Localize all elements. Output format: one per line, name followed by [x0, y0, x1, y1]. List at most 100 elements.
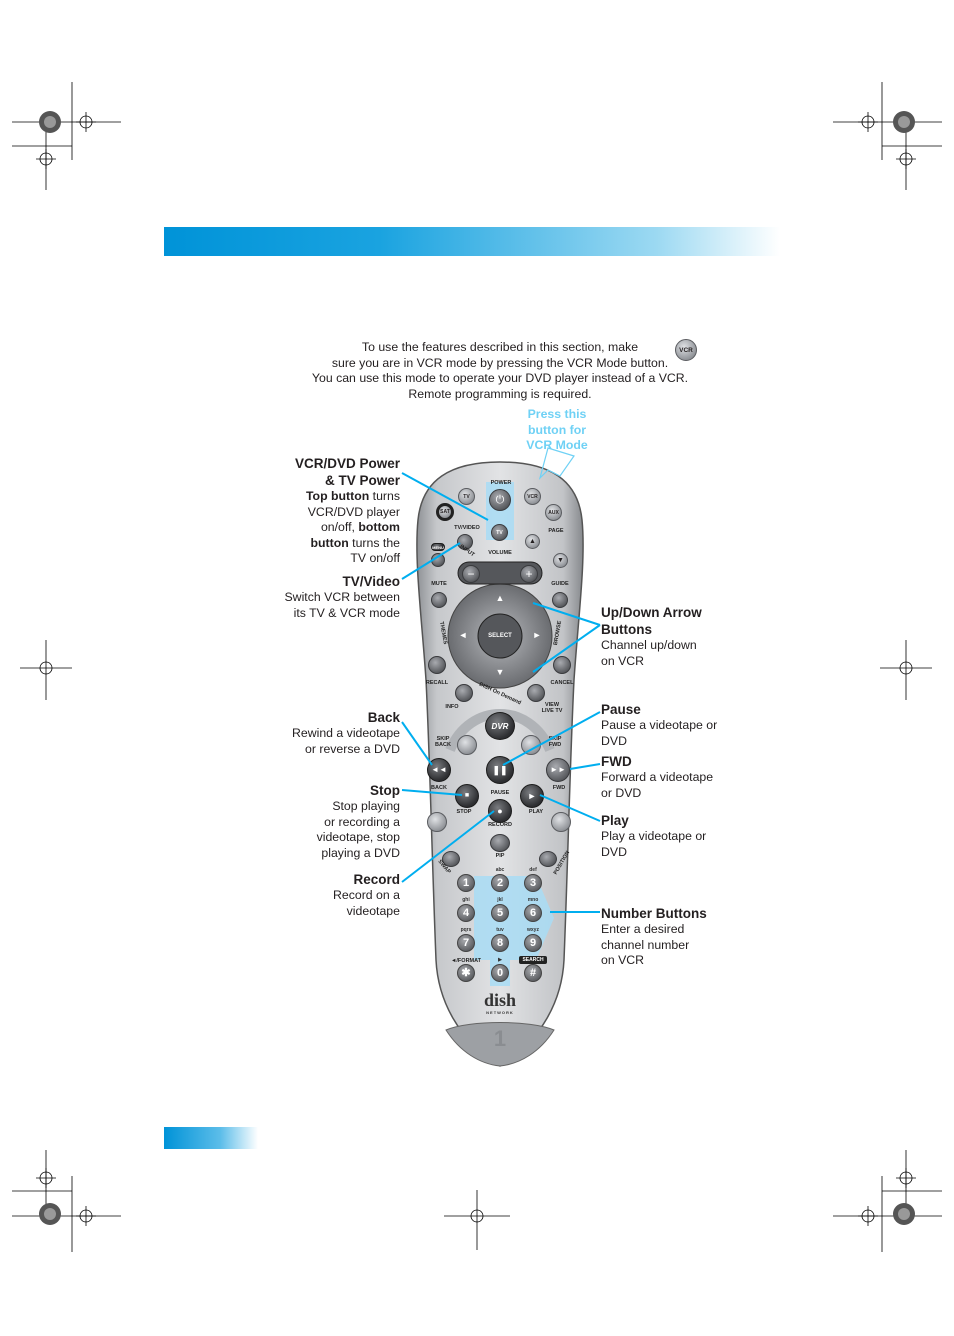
- cancel-button[interactable]: [553, 656, 571, 674]
- guide-label: GUIDE: [551, 581, 569, 587]
- skip-fwd-label: SKIP FWD: [548, 736, 562, 748]
- power-label: POWER: [490, 480, 512, 486]
- hint-line: button for: [527, 422, 587, 437]
- stop-button[interactable]: ■: [455, 784, 479, 808]
- page-label: PAGE: [548, 528, 564, 534]
- info-button[interactable]: [455, 684, 473, 702]
- keypad-button-star[interactable]: ✱: [457, 964, 475, 982]
- aux-label: AUX: [548, 510, 559, 516]
- aux-mode-button[interactable]: AUX: [545, 504, 562, 521]
- callout-body-line: Switch VCR between: [284, 590, 400, 604]
- tv-video-button[interactable]: [457, 534, 473, 550]
- record-label: RECORD: [488, 822, 512, 828]
- down-arrow-button[interactable]: ▼: [495, 667, 505, 677]
- volume-up-button[interactable]: +: [520, 565, 538, 583]
- callout-body-line: Stop playing: [332, 799, 400, 813]
- info-label: INFO: [445, 704, 459, 710]
- menu-label: MENU: [432, 545, 444, 550]
- fwd-label: FWD: [552, 785, 566, 791]
- keypad-button-9[interactable]: 9: [524, 934, 542, 952]
- page-down-button[interactable]: ▼: [553, 553, 568, 568]
- keypad-letters: mno: [527, 897, 539, 903]
- callout-stop: Stop Stop playing or recording a videota…: [240, 782, 400, 861]
- intro-line: You can use this mode to operate your DV…: [311, 371, 689, 386]
- dvr-button[interactable]: DVR: [485, 712, 515, 740]
- callout-body-line: videotape, stop: [316, 830, 400, 845]
- callout-body-line: Rewind a videotape: [291, 726, 400, 740]
- recall-label: RECALL: [425, 680, 449, 686]
- keypad-button-0[interactable]: 0: [491, 964, 509, 982]
- skip-back-button[interactable]: [457, 735, 477, 755]
- position-button[interactable]: [539, 851, 557, 867]
- callout-body-line: its TV & VCR mode: [293, 605, 400, 620]
- keypad-letters: ▶: [498, 957, 502, 963]
- cancel-label: CANCEL: [550, 680, 574, 686]
- keypad-letters: abc: [495, 867, 505, 873]
- select-label: SELECT: [488, 633, 512, 639]
- footer-bar: [164, 1127, 258, 1149]
- intro-line: To use the features described in this se…: [361, 340, 639, 354]
- callout-title: Back: [367, 710, 400, 725]
- view-live-tv-button[interactable]: [527, 684, 545, 702]
- callout-title: & TV Power: [324, 473, 400, 488]
- callout-body-line: videotape: [346, 903, 400, 918]
- callout-title: FWD: [601, 754, 632, 769]
- callout-body-line: or reverse a DVD: [305, 741, 400, 756]
- callout-title: TV/Video: [342, 574, 400, 589]
- sat-mode-button[interactable]: SAT: [436, 503, 454, 521]
- record-button[interactable]: ●: [488, 799, 512, 823]
- callout-tvvideo: TV/Video Switch VCR between its TV & VCR…: [240, 573, 400, 621]
- vcr-mode-icon: VCR: [675, 339, 697, 361]
- dvr-label: DVR: [491, 722, 509, 731]
- skip-to-end-button[interactable]: [551, 812, 571, 832]
- swap-button[interactable]: [442, 851, 460, 867]
- fwd-button[interactable]: ►►: [546, 758, 570, 782]
- keypad-button-1[interactable]: 1: [457, 874, 475, 892]
- keypad-button-4[interactable]: 4: [457, 904, 475, 922]
- vcr-mode-button[interactable]: VCR: [524, 488, 541, 505]
- keypad-button-7[interactable]: 7: [457, 934, 475, 952]
- keypad-letters: def: [529, 867, 537, 873]
- menu-button[interactable]: MENU: [431, 543, 445, 551]
- keypad-button-2[interactable]: 2: [491, 874, 509, 892]
- intro-line: Remote programming is required.: [408, 386, 592, 401]
- view-live-tv-label: VIEW LIVE TV: [541, 702, 563, 714]
- recall-button[interactable]: [428, 656, 446, 674]
- mute-button[interactable]: [431, 592, 447, 608]
- tv-power-button[interactable]: TV: [491, 524, 508, 541]
- pip-label: PIP: [495, 853, 505, 859]
- callout-title: Pause: [601, 702, 641, 717]
- tv-mode-button[interactable]: TV: [458, 488, 475, 505]
- volume-down-button[interactable]: −: [462, 565, 480, 583]
- keypad-button-6[interactable]: 6: [524, 904, 542, 922]
- left-arrow-button[interactable]: ◄: [458, 630, 468, 640]
- callout-body-line: on VCR: [601, 953, 645, 968]
- up-arrow-button[interactable]: ▲: [495, 593, 505, 603]
- select-button[interactable]: SELECT: [480, 616, 520, 656]
- callout-body-line: on VCR: [601, 653, 645, 668]
- callout-title: Up/Down Arrow: [601, 605, 702, 620]
- keypad-button-5[interactable]: 5: [491, 904, 509, 922]
- callout-body-line: or recording a: [324, 814, 400, 829]
- callout-body-line: Play a videotape or: [601, 829, 707, 843]
- page-up-button[interactable]: ▲: [525, 534, 540, 549]
- callout-title: Number Buttons: [601, 906, 707, 921]
- keypad-letters: wxyz: [527, 927, 539, 933]
- keypad-button-3[interactable]: 3: [524, 874, 542, 892]
- right-arrow-button[interactable]: ►: [532, 630, 542, 640]
- back-button[interactable]: ◄◄: [427, 758, 451, 782]
- keypad-button-8[interactable]: 8: [491, 934, 509, 952]
- callout-title: VCR/DVD Power: [294, 456, 400, 471]
- keypad-letters: jkl: [497, 897, 503, 903]
- callout-title: Buttons: [601, 622, 652, 637]
- callout-title: Stop: [370, 783, 400, 798]
- skip-to-start-button[interactable]: [427, 812, 447, 832]
- header-bar: [164, 227, 780, 256]
- keypad-button-hash[interactable]: #: [524, 964, 542, 982]
- callout-up-down: Up/Down Arrow Buttons Channel up/down on…: [601, 604, 761, 669]
- pip-button[interactable]: [490, 834, 510, 852]
- callout-body-line: Pause a videotape or: [601, 718, 718, 732]
- pause-label: PAUSE: [490, 790, 510, 796]
- vcr-dvd-power-button[interactable]: ⏻: [489, 489, 511, 511]
- guide-button[interactable]: [552, 592, 568, 608]
